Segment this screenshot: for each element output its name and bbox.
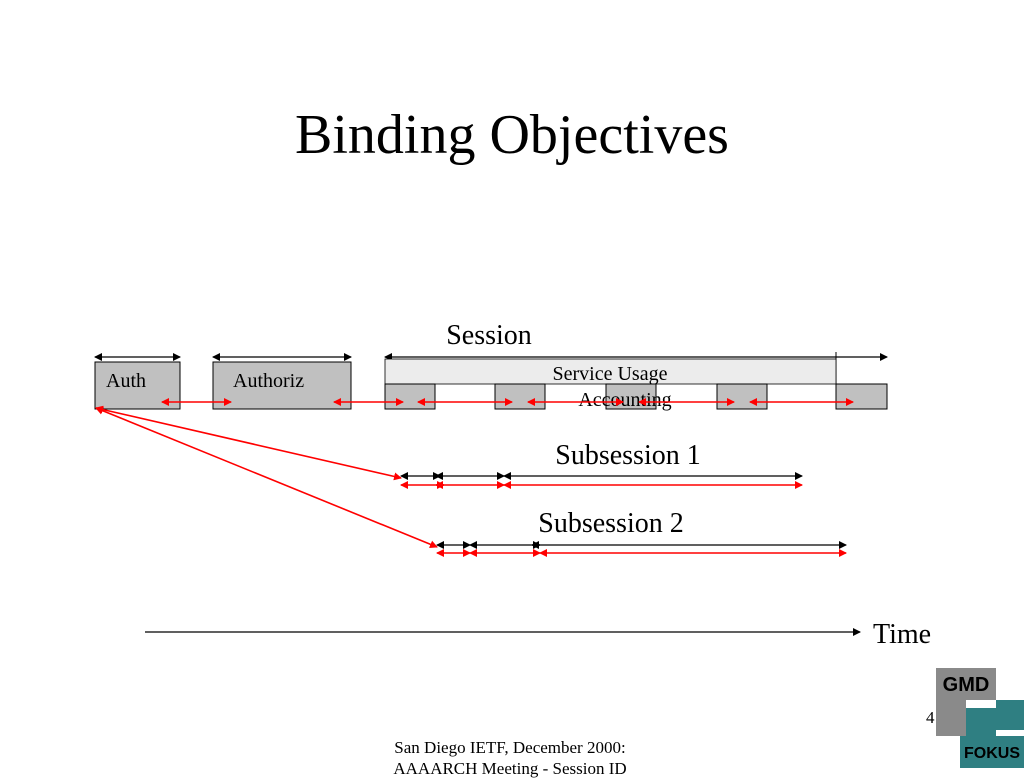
service-usage-bar — [384, 358, 837, 385]
page-number: 4 — [926, 708, 935, 727]
subsession1-label: Subsession 1 — [555, 440, 700, 471]
auth-to-subsession1-arrow — [95, 405, 402, 481]
logo-right-block — [996, 700, 1024, 730]
accounting-box — [716, 383, 768, 410]
footer: San Diego IETF, December 2000: AAAARCH M… — [340, 737, 680, 779]
authoriz-box — [212, 361, 352, 410]
session-label: Session — [446, 320, 532, 351]
footer-line-1: San Diego IETF, December 2000: — [394, 738, 626, 757]
gmd-fokus-logo: GMD FOKUS — [936, 668, 1024, 768]
logo-bottom-text: FOKUS — [964, 745, 1020, 762]
logo-mid-block — [966, 708, 996, 736]
service-usage-label: Service Usage — [553, 363, 668, 385]
subsession2-label: Subsession 2 — [538, 508, 683, 539]
slide-title: Binding Objectives — [295, 104, 729, 166]
accounting-box — [835, 383, 888, 410]
logo-top-block — [936, 668, 996, 700]
accounting-label: Accounting — [578, 389, 671, 411]
footer-line-2: AAAARCH Meeting - Session ID — [393, 759, 627, 778]
auth-label: Auth — [106, 370, 146, 392]
logo-left-block — [936, 700, 966, 736]
accounting-box — [494, 383, 546, 410]
authoriz-label: Authoriz — [233, 370, 304, 392]
auth-to-subsession2-arrow — [95, 406, 438, 549]
logo-top-text: GMD — [943, 674, 990, 696]
accounting-box — [384, 383, 436, 410]
time-label: Time — [873, 619, 931, 650]
logo-bottom-block — [960, 736, 1024, 768]
